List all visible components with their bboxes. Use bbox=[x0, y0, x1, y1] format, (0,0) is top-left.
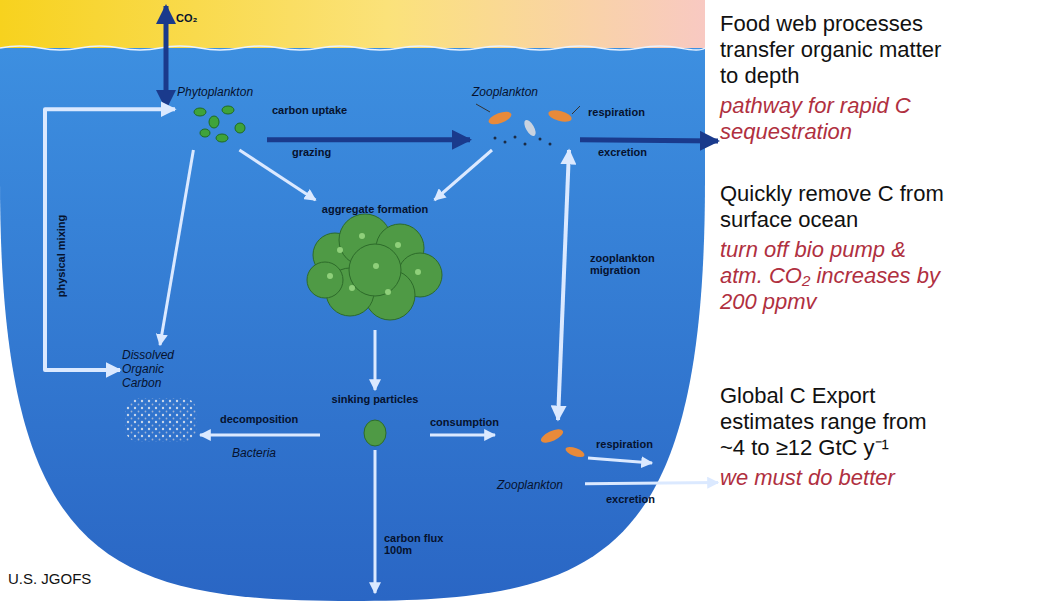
co2-label: CO₂ bbox=[176, 12, 197, 24]
flow-arrow bbox=[435, 150, 493, 200]
sinking-particle bbox=[364, 420, 386, 446]
node-text: Food web processes transfer organic matt… bbox=[720, 11, 952, 89]
flow-arrow bbox=[585, 483, 718, 484]
deep-zooplankton-node: Zooplankton bbox=[495, 420, 585, 495]
edge-label: excretion bbox=[598, 146, 647, 158]
flow-arrow bbox=[160, 150, 193, 345]
aggregate-blob bbox=[307, 214, 442, 320]
organism-label: Bacteria bbox=[232, 446, 276, 460]
text-block: Quickly remove C from surface oceanturn … bbox=[718, 178, 954, 318]
aggregate-node: aggregate formation bbox=[290, 200, 460, 330]
phytoplankton-node: Phytoplankton bbox=[175, 82, 267, 150]
edge-label: zooplankton migration bbox=[590, 252, 670, 276]
node-text: aggregate formation bbox=[292, 203, 458, 215]
flow-arrow bbox=[374, 330, 377, 390]
respiration-arrow bbox=[588, 458, 652, 463]
zooplankton-copepods bbox=[476, 104, 580, 146]
aggregate-texture bbox=[327, 233, 421, 295]
zooplankton-node: Zooplankton bbox=[470, 82, 580, 150]
phytoplankton-cells bbox=[194, 106, 245, 142]
node-text: Global C Export estimates range from ~4 … bbox=[720, 383, 952, 461]
flow-arrow bbox=[200, 434, 320, 437]
edge-label: grazing bbox=[292, 146, 331, 158]
process-label: respiration bbox=[596, 438, 653, 450]
flow-arrow bbox=[267, 137, 470, 142]
node-text: Zooplankton bbox=[472, 85, 578, 99]
particle-node: sinking particles bbox=[320, 390, 430, 450]
node-note: turn off bio pump & atm. CO₂ increases b… bbox=[720, 237, 952, 315]
node-text: Zooplankton bbox=[497, 478, 583, 492]
doc-node: Dissolved Organic Carbon bbox=[120, 345, 200, 445]
flow-arrow bbox=[45, 109, 175, 370]
carbon-flux-arrow bbox=[374, 450, 377, 593]
credit-label: U.S. JGOFS bbox=[8, 566, 91, 592]
ocean-bowl bbox=[0, 48, 705, 601]
edge-label: excretion bbox=[606, 493, 655, 505]
node-text: Dissolved Organic Carbon bbox=[122, 348, 198, 390]
process-label: carbon uptake bbox=[272, 104, 347, 116]
deep-copepods bbox=[539, 426, 586, 459]
node-text: Quickly remove C from surface ocean bbox=[720, 181, 952, 233]
node-note: pathway for rapid C sequestration bbox=[720, 93, 952, 145]
text-block: Food web processes transfer organic matt… bbox=[718, 8, 954, 148]
doc-particles bbox=[125, 398, 197, 442]
co2-exchange-arrow bbox=[164, 6, 169, 108]
node-note: we must do better bbox=[720, 465, 952, 491]
flow-arrow bbox=[558, 150, 569, 420]
flow-arrow bbox=[430, 434, 495, 437]
process-label: respiration bbox=[588, 106, 645, 118]
text-block: Global C Export estimates range from ~4 … bbox=[718, 380, 954, 494]
node-text: Phytoplankton bbox=[177, 85, 265, 99]
node-text: sinking particles bbox=[322, 393, 428, 405]
flow-arrow bbox=[580, 140, 718, 141]
sea-surface bbox=[0, 46, 705, 50]
edge-label: consumption bbox=[430, 416, 499, 428]
flux-label: carbon flux 100m bbox=[384, 532, 446, 556]
edge-label: physical mixing bbox=[55, 215, 67, 298]
edge-label: decomposition bbox=[220, 413, 298, 425]
sky-band bbox=[0, 0, 705, 48]
